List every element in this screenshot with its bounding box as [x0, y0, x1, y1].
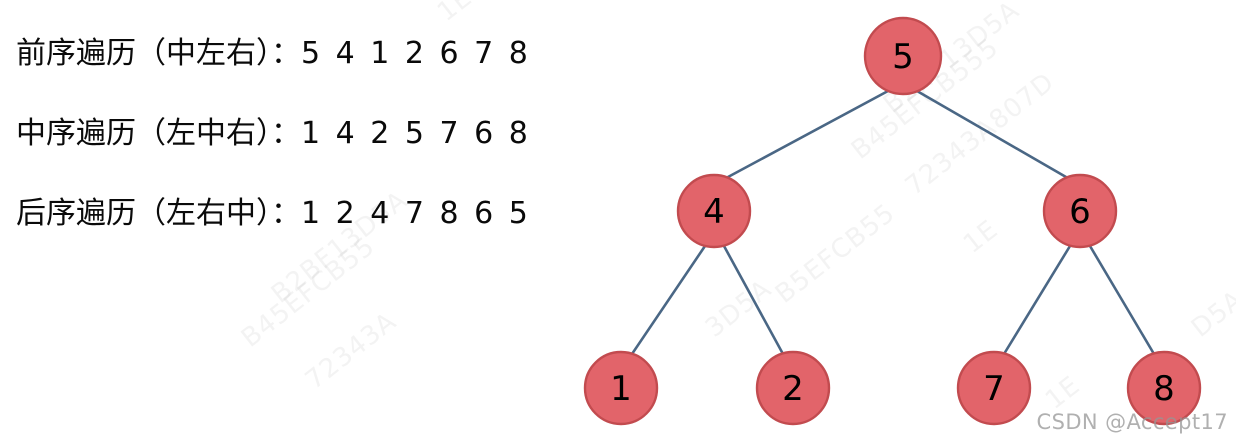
tree-node-circle-1 — [583, 350, 659, 426]
tree-node-8[interactable]: 8 — [1126, 350, 1202, 426]
traversal-line-preorder: 前序遍历（中左右）：5 4 1 2 6 7 8 — [16, 14, 656, 94]
tree-node-circle-7 — [956, 350, 1032, 426]
traversal-line-postorder: 后序遍历（左右中）：1 2 4 7 8 6 5 — [16, 174, 656, 254]
csdn-credit-watermark: CSDN @Accept17 — [1036, 410, 1228, 434]
tree-node-label-7: 7 — [983, 369, 1005, 409]
tree-nodes-group: 5 4 6 1 2 7 8 — [583, 16, 1202, 426]
tree-node-5[interactable]: 5 — [863, 16, 943, 96]
tree-node-7[interactable]: 7 — [956, 350, 1032, 426]
traversal-sequence-inorder: 1 4 2 5 7 6 8 — [301, 116, 531, 151]
tree-node-1[interactable]: 1 — [583, 350, 659, 426]
traversal-line-inorder: 中序遍历（左中右）：1 4 2 5 7 6 8 — [16, 94, 656, 174]
tree-node-circle-5 — [863, 16, 943, 96]
tree-edge-e5-6 — [915, 89, 1068, 179]
traversal-label-preorder: 前序遍历（中左右）： — [16, 36, 301, 71]
tree-edge-e6-8 — [1088, 244, 1156, 356]
tree-node-4[interactable]: 4 — [676, 173, 752, 249]
tree-node-label-8: 8 — [1153, 369, 1175, 409]
tree-node-circle-6 — [1042, 173, 1118, 249]
tree-node-circle-8 — [1126, 350, 1202, 426]
tree-edges-group — [630, 89, 1156, 356]
tree-node-label-4: 4 — [703, 192, 725, 232]
tree-node-label-6: 6 — [1069, 192, 1091, 232]
tree-node-2[interactable]: 2 — [755, 350, 831, 426]
tree-node-label-5: 5 — [892, 37, 914, 77]
tree-edge-e5-4 — [726, 89, 890, 179]
tree-edge-e4-2 — [722, 244, 785, 356]
traversal-label-postorder: 后序遍历（左右中）： — [16, 196, 301, 231]
tree-node-label-1: 1 — [610, 369, 632, 409]
tree-edge-e4-1 — [630, 244, 707, 356]
tree-edge-e6-7 — [1002, 244, 1072, 356]
tree-node-6[interactable]: 6 — [1042, 173, 1118, 249]
traversal-sequence-postorder: 1 2 4 7 8 6 5 — [301, 196, 531, 231]
tree-node-circle-4 — [676, 173, 752, 249]
traversal-label-inorder: 中序遍历（左中右）： — [16, 116, 301, 151]
tree-node-circle-2 — [755, 350, 831, 426]
traversal-sequence-preorder: 5 4 1 2 6 7 8 — [301, 36, 531, 71]
tree-node-label-2: 2 — [782, 369, 804, 409]
